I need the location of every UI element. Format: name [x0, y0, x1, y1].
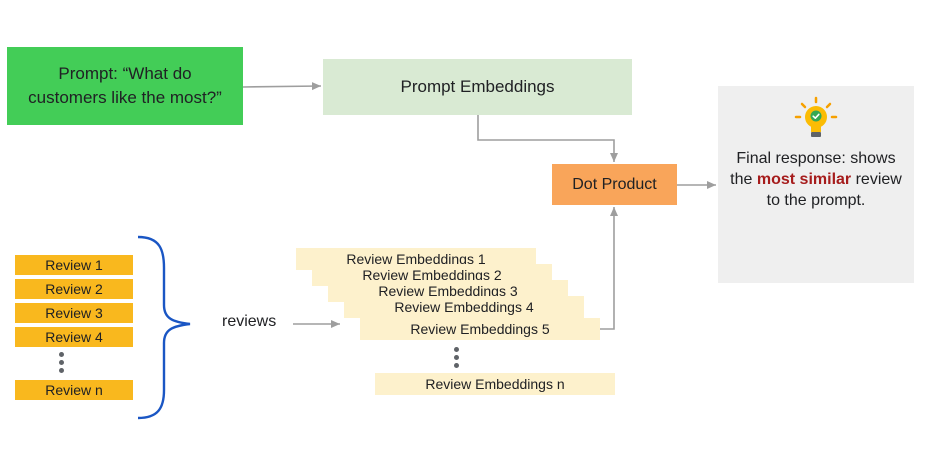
- review-item: Review 3: [15, 303, 133, 323]
- final-response-prefix: Final response: shows the: [730, 150, 896, 188]
- review-item: Review 2: [15, 279, 133, 299]
- final-response-suffix: review to the prompt.: [766, 171, 902, 209]
- review-embedding-item-last: Review Embeddings n: [375, 373, 615, 395]
- highlight-most: most: [756, 171, 796, 188]
- prompt-embeddings-box: Prompt Embeddings: [323, 59, 632, 115]
- ellipsis-dot: [59, 360, 64, 365]
- ellipsis-dot: [454, 363, 459, 368]
- lightbulb-check-icon: [794, 96, 838, 137]
- arrow-embeddings-to-dot: [477, 115, 618, 162]
- review-embedding-item: Review Embeddings 5: [360, 318, 600, 340]
- dot-product-label: Dot Product: [572, 175, 657, 193]
- highlight-similar: similar: [799, 171, 852, 188]
- review-item: Review 1: [15, 255, 133, 275]
- reviews-brace: [137, 235, 191, 420]
- review-embedding-item: Review Embeddings 4: [344, 296, 584, 318]
- final-response-box: Final response: shows the most similar r…: [718, 86, 914, 283]
- dot-product-box: Dot Product: [552, 164, 677, 205]
- ellipsis-dot: [454, 347, 459, 352]
- final-response-text: Final response: shows the most similar r…: [726, 148, 906, 211]
- review-item-last: Review n: [15, 380, 133, 400]
- ellipsis-dot: [454, 355, 459, 360]
- arrow-prompt-to-embeddings: [242, 82, 322, 91]
- ellipsis-dot: [59, 368, 64, 373]
- prompt-box: Prompt: “What do customers like the most…: [7, 47, 243, 125]
- ellipsis-dot: [59, 352, 64, 357]
- review-item: Review 4: [15, 327, 133, 347]
- prompt-embeddings-label: Prompt Embeddings: [400, 77, 555, 96]
- prompt-text: Prompt: “What do customers like the most…: [28, 64, 222, 107]
- reviews-label: reviews: [222, 313, 277, 330]
- arrow-review-embeddings-to-dot: [600, 207, 618, 330]
